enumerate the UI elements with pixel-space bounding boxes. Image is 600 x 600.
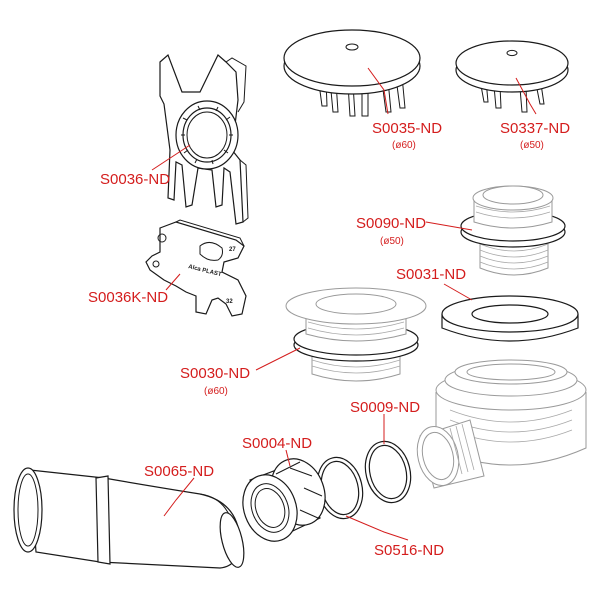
leader-s0337 <box>515 77 537 115</box>
part-labels: S0036-ND S0036K-ND S0035-ND (ø60) S0337-… <box>88 120 570 559</box>
size-s0337: (ø50) <box>520 140 544 151</box>
leader-s0065 <box>163 477 195 517</box>
part-s0090-flange <box>460 185 566 276</box>
label-s0035: S0035-ND <box>372 120 442 137</box>
label-s0516: S0516-ND <box>374 542 444 559</box>
part-s0036k-flat-key: Alca PLAST 27 32 <box>145 219 247 317</box>
part-trap-body <box>416 359 587 489</box>
leader-lines <box>151 67 537 541</box>
label-s0004: S0004-ND <box>242 435 312 452</box>
leader-s0031 <box>443 283 473 301</box>
tool-size-32: 32 <box>226 299 233 305</box>
leader-s0030 <box>255 347 301 371</box>
label-s0036: S0036-ND <box>100 171 170 188</box>
size-s0035: (ø60) <box>392 140 416 151</box>
label-s0031: S0031-ND <box>396 266 466 283</box>
leader-s0036 <box>151 144 191 171</box>
tool-size-27: 27 <box>229 247 236 253</box>
part-s0036-spider-key <box>159 53 249 225</box>
part-s0035-cover-plate <box>283 29 421 117</box>
label-s0337: S0337-ND <box>500 120 570 137</box>
part-s0030-flange <box>285 287 427 382</box>
label-s0065: S0065-ND <box>144 463 214 480</box>
leader-s0004 <box>285 449 291 467</box>
label-s0030: S0030-ND <box>180 365 250 382</box>
part-s0516-gasket <box>316 456 364 520</box>
label-s0009: S0009-ND <box>350 399 420 416</box>
part-s0009-gasket <box>364 440 412 504</box>
size-s0030: (ø60) <box>204 386 228 397</box>
leader-s0036k <box>165 273 181 291</box>
part-s0337-cover-plate <box>455 40 569 113</box>
part-s0031-ring <box>441 295 579 342</box>
leader-s0090 <box>425 221 473 231</box>
part-s0004-nut <box>242 458 326 542</box>
leader-s0035 <box>367 67 389 115</box>
leader-s0516 <box>345 515 409 541</box>
label-s0090: S0090-ND <box>356 215 426 232</box>
label-s0036k: S0036K-ND <box>88 289 168 306</box>
size-s0090: (ø50) <box>380 236 404 247</box>
part-s0065-elbow-pipe <box>13 467 245 569</box>
